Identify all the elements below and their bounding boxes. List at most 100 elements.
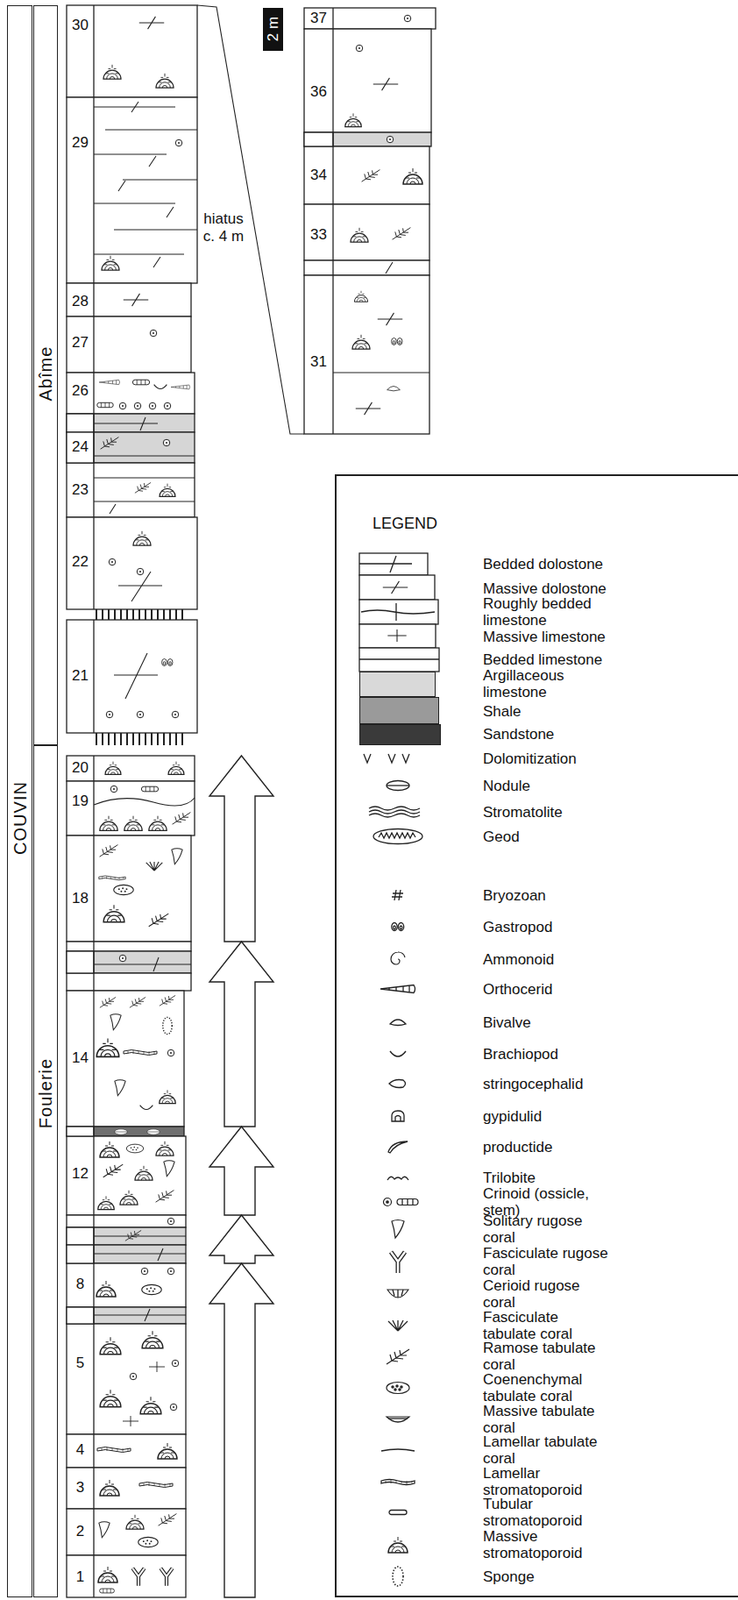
bed-column [304, 28, 432, 133]
bed-column [66, 1323, 186, 1434]
legend-swatch [359, 723, 441, 746]
bed-number: 33 [310, 226, 327, 244]
fossil-symbols [132, 1568, 144, 1586]
bed-column [66, 1263, 186, 1307]
legend-text: Tubular stromatoporoid [482, 1495, 615, 1529]
cycle-arrows [209, 755, 274, 942]
legend-text: Roughly bedded limestone [482, 595, 615, 629]
bedding-marks [113, 571, 163, 699]
bed-column [332, 7, 334, 434]
fossil-symbols [167, 1049, 175, 1057]
bed-number: 27 [71, 333, 89, 352]
fossil-symbols [103, 64, 121, 79]
legend-text: Geod [482, 828, 520, 845]
fossil-symbols [168, 761, 185, 775]
fossil-symbols [119, 402, 127, 410]
fossil-symbols [158, 1513, 178, 1526]
bed-number: 34 [310, 166, 327, 185]
scale-bar [262, 7, 284, 51]
bed-column [304, 260, 430, 276]
legend-samples [359, 555, 412, 573]
bedding-marks [93, 797, 195, 806]
bed-column [66, 5, 436, 1597]
fossil-symbols [139, 16, 164, 29]
fossil-symbols [140, 1396, 162, 1413]
fossil-symbols [99, 1389, 121, 1406]
bed-number: 19 [71, 792, 89, 810]
bed-number: 22 [71, 553, 89, 571]
fossil-symbols [134, 482, 151, 493]
bed-column [66, 432, 94, 463]
legend-samples [373, 829, 423, 845]
fossil-symbols [345, 113, 362, 127]
fossil-symbols [386, 135, 394, 143]
fossil-symbols [99, 1521, 110, 1538]
bed-column [304, 132, 334, 147]
bed-column [66, 1467, 186, 1509]
legend-text: Bedded dolostone [482, 555, 604, 573]
fossil-symbols [355, 44, 363, 52]
bed-column [66, 1126, 185, 1136]
fossil-symbols [106, 710, 114, 718]
legend-samples [392, 1566, 404, 1586]
fossil-symbols [133, 531, 151, 546]
fossil-symbols [97, 402, 114, 407]
fossil-symbols [167, 1267, 175, 1275]
bed-column [66, 372, 195, 414]
fossil-symbols [108, 558, 116, 566]
fossil-symbols [97, 1447, 131, 1453]
fossil-symbols [114, 1079, 126, 1096]
bed-number: 30 [71, 16, 89, 35]
scale-label: 2 m [264, 16, 283, 42]
fossil-symbols [352, 334, 370, 349]
bed-column [66, 1227, 94, 1245]
bed-number: 8 [76, 1275, 85, 1293]
fossil-symbols [138, 1536, 159, 1547]
legend-text: gypidulid [482, 1107, 542, 1125]
fossil-symbols [154, 384, 168, 390]
bed-column [66, 1135, 186, 1215]
fossil-symbols [103, 904, 125, 922]
bed-column [66, 780, 195, 836]
legend-text: Sponge [482, 1568, 535, 1585]
legend-samples [386, 1382, 410, 1394]
bed-number: 36 [310, 83, 327, 101]
cycle-arrows [209, 1126, 274, 1215]
legend-text: Gastropod [482, 918, 553, 936]
unit-bar: Foulerie [33, 745, 58, 1597]
fossil-symbols [171, 1359, 179, 1367]
fossil-symbols [122, 1415, 139, 1427]
fossil-symbols [99, 1479, 120, 1496]
legend-samples [359, 647, 440, 672]
fossil-symbols [139, 1482, 173, 1488]
legend-text: Argillaceous limestone [482, 667, 615, 701]
bed-number: 28 [71, 292, 89, 311]
bed-column [66, 1244, 94, 1264]
legend-text: Stromatolite [482, 803, 563, 821]
bed-column [66, 1214, 186, 1228]
legend-samples [390, 1050, 406, 1057]
legend-swatch [359, 671, 436, 697]
bedding-marks [93, 417, 195, 514]
legend-text: Fasciculate rugose coral [482, 1244, 615, 1278]
bed-column [66, 990, 185, 1127]
legend-text: Ammonoid [482, 950, 554, 968]
legend-text: Ramose tabulate coral [482, 1339, 615, 1373]
legend-frame [335, 475, 738, 1597]
fossil-symbols [141, 1330, 164, 1348]
legend-samples [383, 1198, 392, 1207]
fossil-symbols [147, 1128, 161, 1135]
legend-samples [390, 1251, 405, 1273]
legend-samples [397, 1199, 419, 1206]
legend-text: Dolomitization [482, 750, 577, 767]
bed-number: 4 [76, 1440, 85, 1459]
bedding-marks [93, 106, 198, 255]
fossil-symbols [124, 816, 142, 831]
unit-name: COUVIN [11, 780, 29, 855]
bedding-marks [118, 101, 174, 268]
legend-samples [387, 1289, 409, 1298]
legend-samples [359, 574, 435, 600]
fossil-symbols [98, 1195, 115, 1209]
unit-bar: Abîme [33, 5, 58, 746]
bed-number: 2 [76, 1522, 85, 1540]
